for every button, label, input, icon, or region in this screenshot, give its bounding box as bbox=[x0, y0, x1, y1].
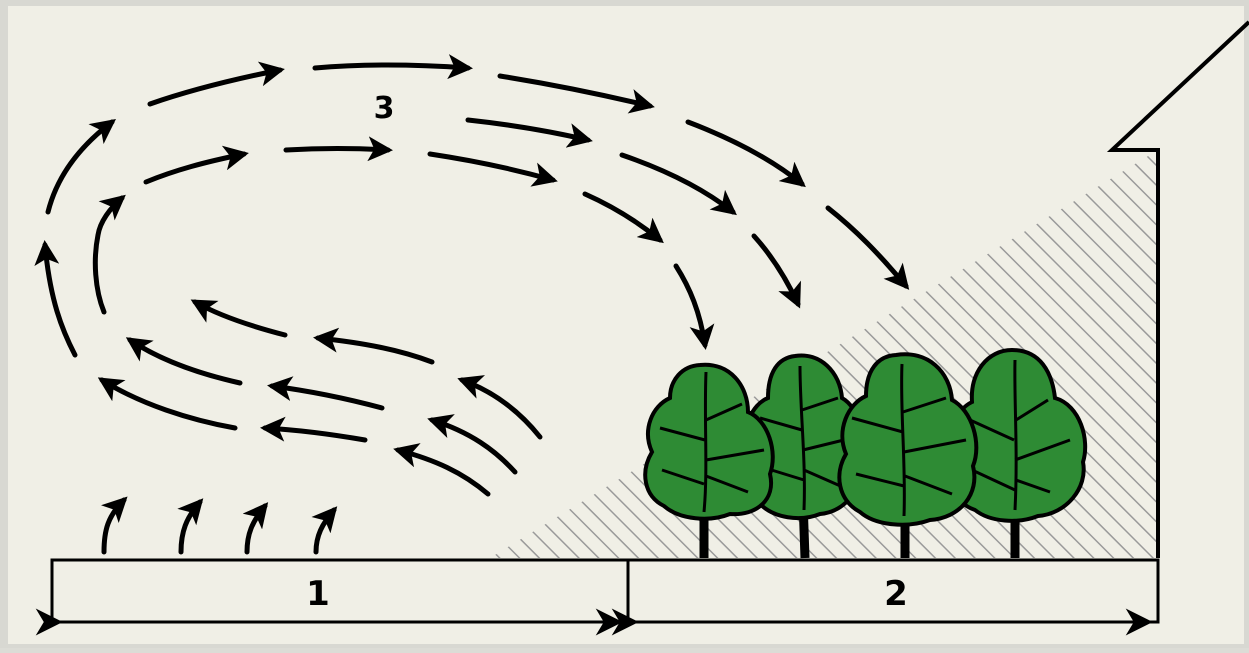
arrow-icon bbox=[427, 414, 518, 475]
arrow-icon bbox=[312, 54, 473, 80]
arrow-icon bbox=[393, 443, 491, 497]
arrow-icon bbox=[313, 327, 435, 365]
arrow-icon bbox=[685, 119, 806, 188]
arrow-icon bbox=[619, 152, 737, 216]
rising-air-arrows bbox=[101, 496, 338, 555]
arrow-icon bbox=[267, 376, 385, 411]
arrow-icon bbox=[497, 73, 655, 114]
arrow-icon bbox=[582, 191, 664, 244]
arrow-icon bbox=[45, 118, 116, 215]
arrow-icon bbox=[427, 151, 558, 187]
zone-1-label: 1 bbox=[306, 574, 330, 614]
arrow-icon bbox=[825, 205, 910, 290]
tree-icon bbox=[837, 352, 979, 558]
arrow-icon bbox=[92, 194, 126, 315]
circulation-arrows bbox=[34, 54, 910, 497]
tree-icon bbox=[643, 362, 775, 558]
building-icon bbox=[1106, 20, 1249, 558]
arrow-icon bbox=[260, 416, 368, 443]
arrow-icon bbox=[190, 299, 288, 338]
airflow-3-label: 3 bbox=[374, 91, 395, 126]
arrow-icon bbox=[147, 61, 285, 107]
arrow-icon bbox=[101, 496, 128, 555]
zone-2-label: 2 bbox=[884, 574, 908, 614]
trees bbox=[643, 347, 1088, 559]
arrow-icon bbox=[465, 117, 593, 148]
arrow-icon bbox=[34, 240, 78, 358]
arrow-icon bbox=[751, 233, 801, 309]
arrow-icon bbox=[177, 498, 204, 555]
arrow-icon bbox=[283, 136, 393, 162]
arrow-icon bbox=[97, 377, 238, 431]
arrow-icon bbox=[125, 337, 243, 386]
arrow-icon bbox=[242, 502, 269, 555]
tree-icon bbox=[949, 347, 1088, 558]
arrow-icon bbox=[143, 145, 249, 185]
arrow-icon bbox=[673, 263, 715, 350]
arrow-icon bbox=[457, 375, 543, 440]
arrow-icon bbox=[311, 506, 338, 555]
